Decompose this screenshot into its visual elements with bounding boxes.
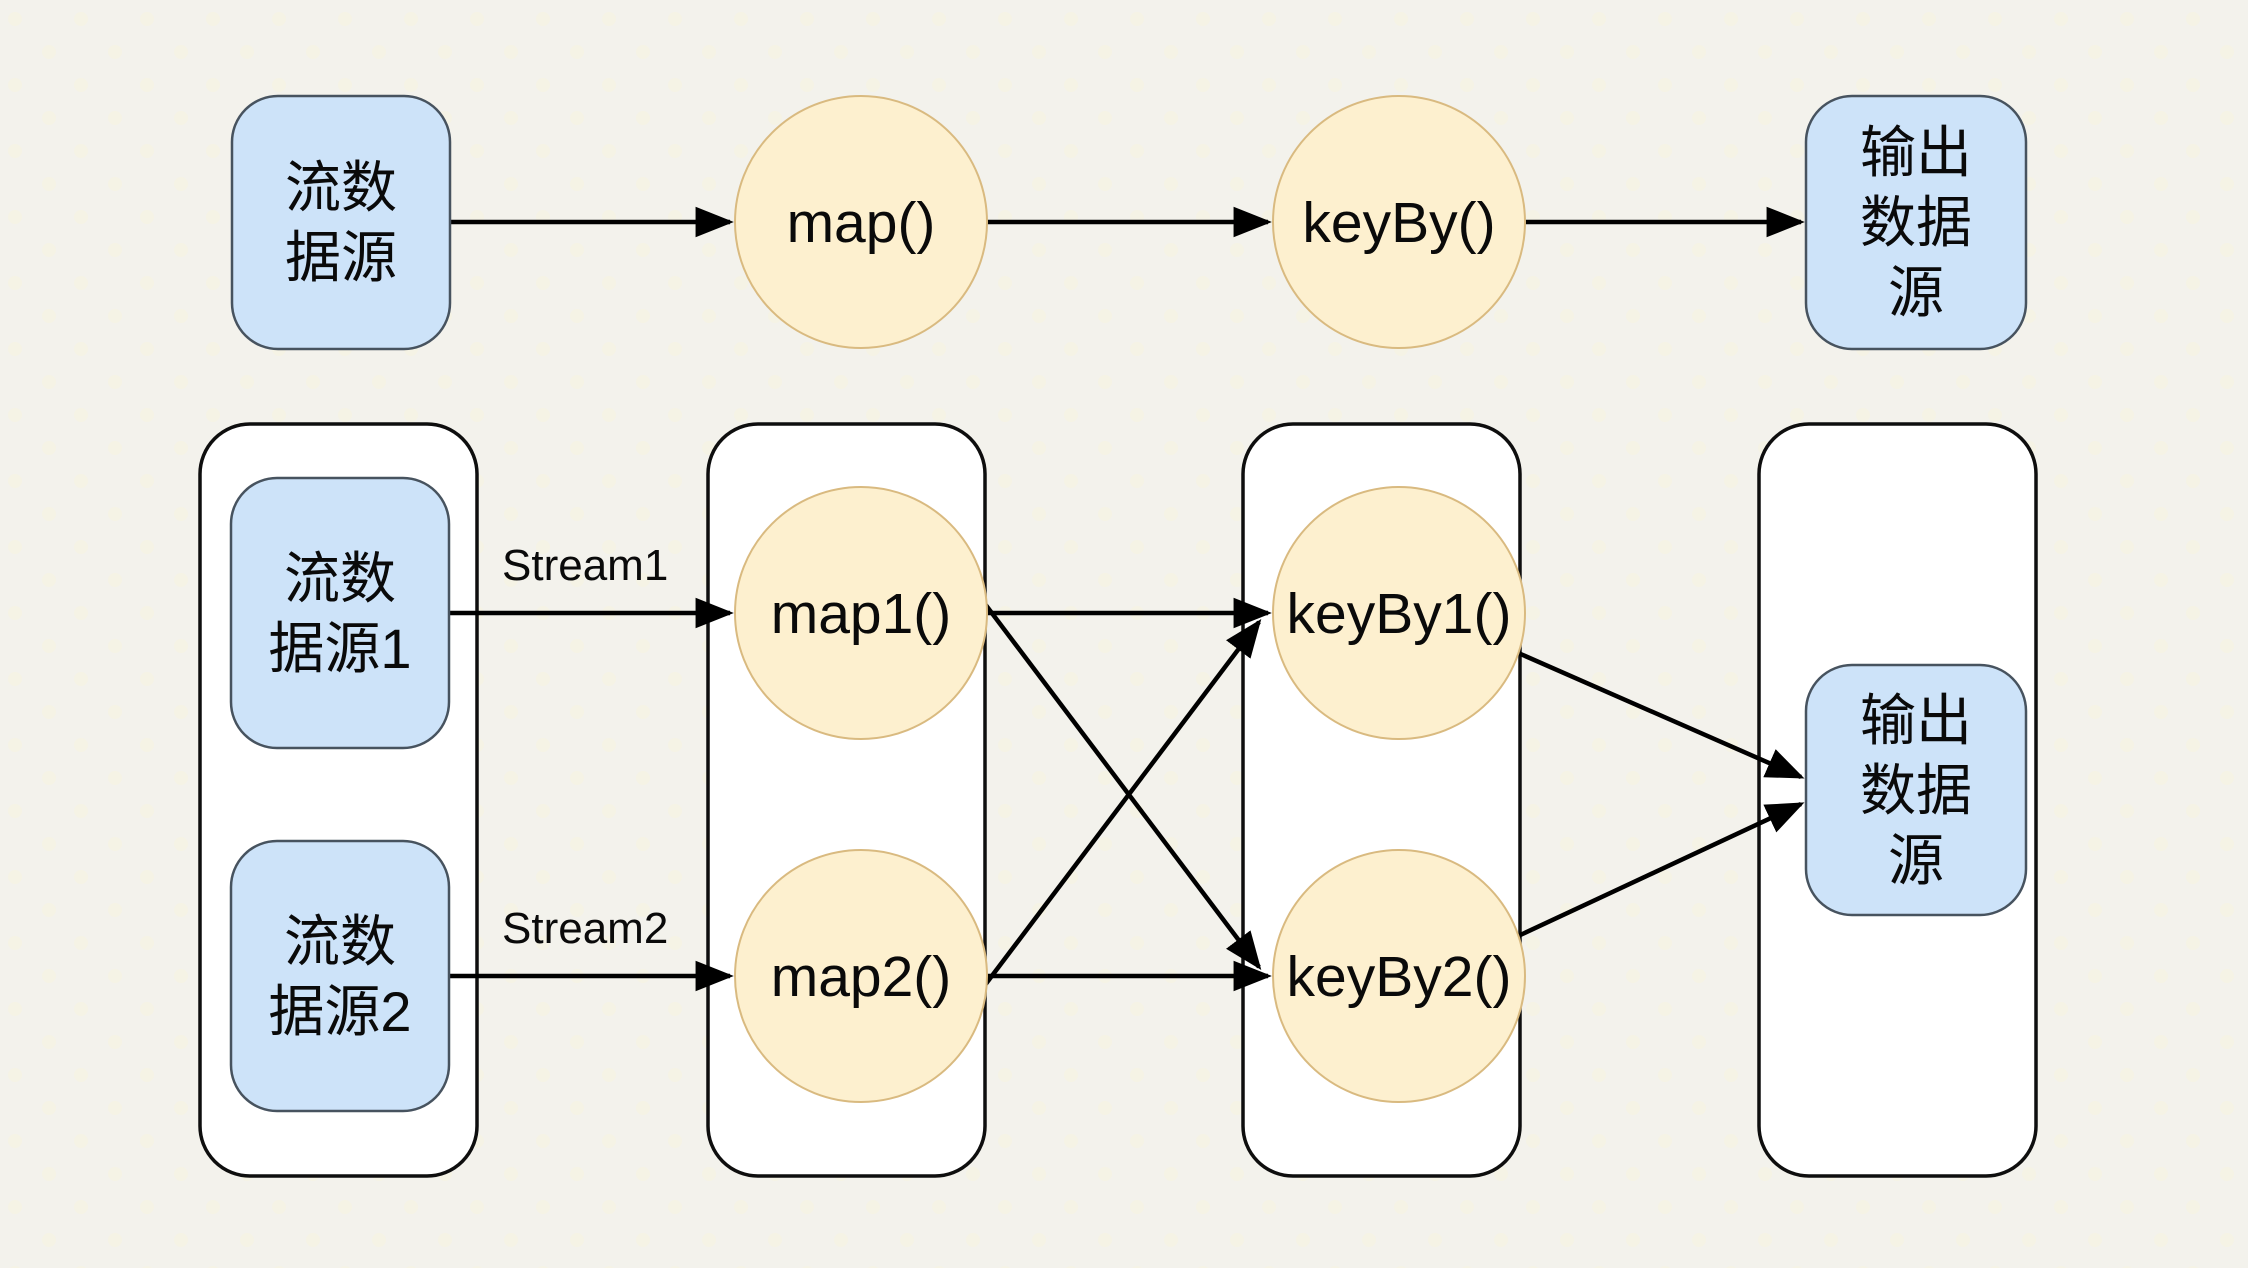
bottom-sink-label-line3: 源	[1888, 829, 1944, 892]
top-source-node: 流数 据源	[230, 94, 452, 351]
edge-keyby1-to-sink	[1515, 649, 1805, 780]
top-source-label-line1: 流数	[285, 156, 397, 219]
top-sink-label-line1: 输出	[1860, 121, 1972, 184]
map1-operator: map1()	[734, 486, 988, 740]
keyby1-label: keyBy1()	[1287, 582, 1512, 646]
source2-label-line2: 据源2	[268, 980, 411, 1043]
bottom-sink-node: 输出 数据 源	[1804, 663, 2028, 917]
top-sink-label-line3: 源	[1888, 261, 1944, 324]
top-map-label: map()	[787, 191, 936, 255]
edge-map2-to-keyby1	[980, 618, 1262, 991]
top-keyby-label: keyBy()	[1302, 191, 1495, 255]
top-map-operator: map()	[734, 95, 988, 349]
top-keyby-operator: keyBy()	[1272, 95, 1526, 349]
edge-keyby2-to-sink	[1515, 801, 1805, 940]
bottom-parallel-flow: Stream1 Stream2 流数 据源1 流数 据源2 map1() map…	[198, 422, 2038, 1178]
top-map-circle	[734, 95, 988, 349]
source2-box	[229, 839, 451, 1113]
top-source-box	[230, 94, 452, 351]
source2-node: 流数 据源2	[229, 839, 451, 1113]
map1-label: map1()	[771, 582, 952, 646]
source1-node: 流数 据源1	[229, 476, 451, 750]
top-sink-label-line2: 数据	[1860, 191, 1972, 254]
top-sink-box	[1804, 94, 2028, 351]
map2-operator: map2()	[734, 849, 988, 1103]
keyby2-circle	[1272, 849, 1526, 1103]
source2-label-line1: 流数	[284, 910, 396, 973]
top-sink-node: 输出 数据 源	[1804, 94, 2028, 351]
bottom-sink-label-line2: 数据	[1860, 759, 1972, 822]
map2-circle	[734, 849, 988, 1103]
map2-label: map2()	[771, 945, 952, 1009]
stream2-label: Stream2	[502, 904, 668, 953]
top-logical-flow: 流数 据源 map() keyBy() 输出 数据 源	[230, 94, 2028, 351]
keyby1-operator: keyBy1()	[1272, 486, 1526, 740]
keyby2-operator: keyBy2()	[1272, 849, 1526, 1103]
source1-box	[229, 476, 451, 750]
top-keyby-circle	[1272, 95, 1526, 349]
map1-circle	[734, 486, 988, 740]
source1-label-line2: 据源1	[268, 617, 411, 680]
bottom-sink-box	[1804, 663, 2028, 917]
keyby2-label: keyBy2()	[1287, 945, 1512, 1009]
source1-label-line1: 流数	[284, 547, 396, 610]
stream1-label: Stream1	[502, 541, 668, 590]
edge-map1-to-keyby2	[980, 598, 1262, 971]
top-source-label-line2: 据源	[285, 226, 397, 289]
bottom-sink-label-line1: 输出	[1860, 689, 1972, 752]
keyby1-circle	[1272, 486, 1526, 740]
